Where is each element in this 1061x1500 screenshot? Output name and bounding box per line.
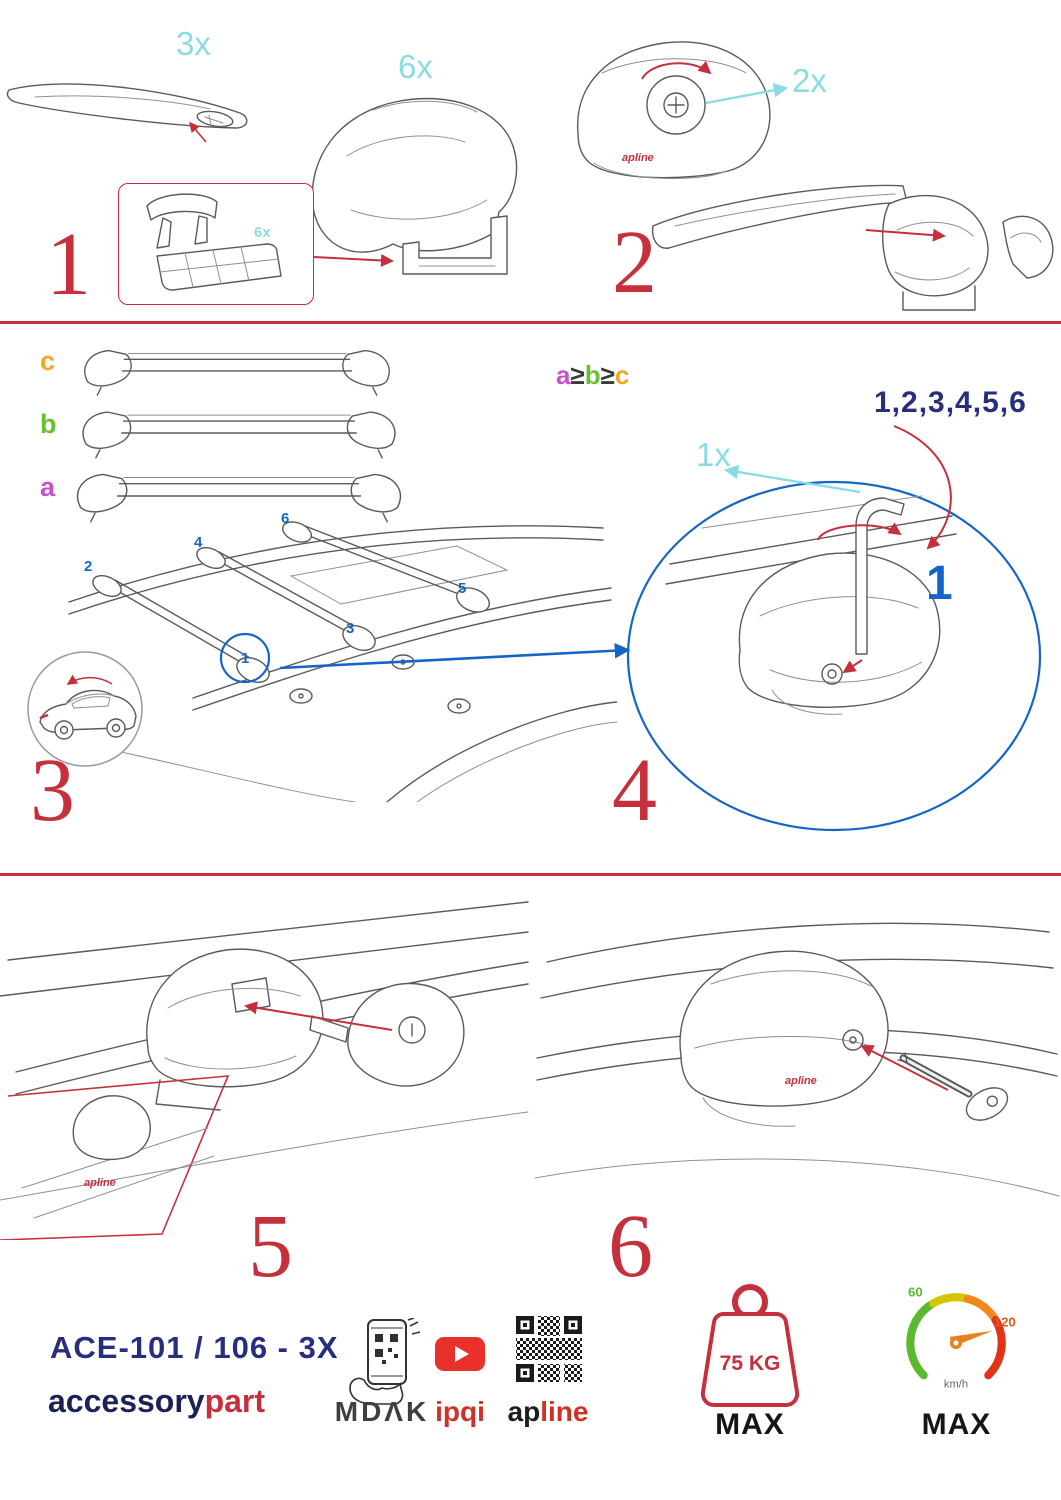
model-number: ACE-101 / 106 - 3X xyxy=(50,1330,339,1365)
car-direction-inset xyxy=(27,651,143,767)
front-direction-arrow xyxy=(66,674,113,685)
bar-label-c: c xyxy=(40,346,56,376)
apline-logo: apline xyxy=(492,1396,604,1428)
brand-part: part xyxy=(204,1383,266,1419)
crossbar-a-illustration xyxy=(76,473,402,523)
bar-position-1: 1 xyxy=(241,650,250,667)
bar-endcap-illustration xyxy=(651,184,1054,311)
step-2-number: 2 xyxy=(612,213,657,312)
step-5-number: 5 xyxy=(248,1197,293,1296)
crossbar-b-illustration xyxy=(82,411,396,459)
apline-logo-line: line xyxy=(540,1396,589,1427)
rule-ge-2: ≥ xyxy=(600,360,615,390)
step-4-number: 4 xyxy=(612,741,657,840)
section-divider-1 xyxy=(0,321,1061,324)
bar-position-6: 6 xyxy=(281,510,290,527)
section-divider-2 xyxy=(0,873,1061,876)
step-1-number: 1 xyxy=(46,215,91,314)
qty-knobs-label: 2x xyxy=(792,62,827,99)
bar-position-2: 2 xyxy=(84,558,93,575)
qty-pads-label: 6x xyxy=(254,224,271,241)
step-3-number: 3 xyxy=(30,741,75,840)
pad-detail-inset xyxy=(118,183,314,305)
weight-max-label: MAX xyxy=(715,1408,785,1441)
rail-corner-inset: apline xyxy=(0,1075,230,1240)
crossbar-c-illustration xyxy=(84,349,390,396)
apline-logo-ap: ap xyxy=(507,1396,541,1427)
mdak-logo: MDΛK xyxy=(334,1396,430,1427)
youtube-icon xyxy=(435,1337,485,1371)
bar-position-4: 4 xyxy=(194,534,203,551)
size-rule: a≥b≥c xyxy=(556,360,629,391)
qty-feet-label: 6x xyxy=(398,48,433,85)
bar-label-b: b xyxy=(40,409,57,439)
roof-mounting-illustration xyxy=(55,521,617,802)
bar-label-a: a xyxy=(40,472,56,502)
weight-value-label: 75 KG xyxy=(720,1352,781,1375)
lock-key-illustration: apline xyxy=(535,922,1060,1197)
foot-assembly-illustration xyxy=(311,97,518,275)
spare-clip-pieces xyxy=(289,654,471,714)
rotate-key-arrow xyxy=(817,522,902,541)
scan-phone-icon xyxy=(349,1318,421,1405)
rule-b: b xyxy=(584,360,601,390)
crossbar-tube-illustration xyxy=(6,83,248,129)
speed-low-label: 60 xyxy=(908,1284,923,1299)
max-speed-icon: 60 120 km/h xyxy=(906,1284,1016,1391)
speed-max-label: MAX xyxy=(921,1408,992,1441)
qr-code-icon xyxy=(516,1316,582,1382)
brand-wordmark: accessorypart xyxy=(48,1383,265,1420)
ipqi-logo: ipqi xyxy=(435,1396,485,1427)
tightening-sequence-label: 1,2,3,4,5,6 xyxy=(874,386,1027,419)
max-weight-icon: 75 KG xyxy=(700,1284,800,1407)
qty-crossbars-label: 3x xyxy=(176,25,211,62)
foot-slide-illustration: apline xyxy=(0,901,529,1240)
rule-c: c xyxy=(614,360,630,390)
bar-position-3: 3 xyxy=(346,620,355,637)
brand-mark-text: apline xyxy=(785,1075,817,1087)
bar-position-5: 5 xyxy=(458,580,467,597)
brand-mark-text: apline xyxy=(622,152,654,164)
rotate-knob-arrow xyxy=(641,60,712,80)
speed-high-label: 120 xyxy=(994,1315,1016,1330)
rule-ge-1: ≥ xyxy=(570,360,585,390)
highlight-circle xyxy=(219,632,271,684)
brand-accessory: accessory xyxy=(48,1383,205,1419)
tighten-zoom-illustration xyxy=(626,480,1042,832)
rubber-pad-illustration xyxy=(146,193,282,291)
step-6-number: 6 xyxy=(608,1197,653,1296)
foot-knob-illustration: apline xyxy=(577,41,771,180)
brand-mark-text: apline xyxy=(84,1177,116,1189)
speed-unit-label: km/h xyxy=(944,1379,968,1391)
sequence-start-number: 1 xyxy=(926,557,953,610)
key-to-bolt-arrow xyxy=(842,659,863,674)
rule-a: a xyxy=(556,360,571,390)
